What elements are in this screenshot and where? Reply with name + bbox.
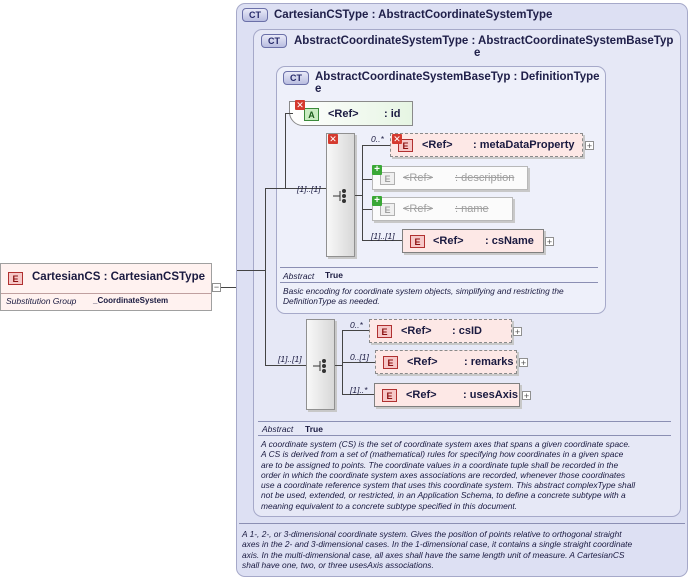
- element-name: : csName: [485, 235, 534, 247]
- sequence-compositor[interactable]: [306, 319, 335, 410]
- element-ref: <Ref>: [403, 203, 433, 215]
- cardinality-label: 0..[1]: [350, 352, 369, 362]
- sequence-compositor[interactable]: [326, 133, 355, 257]
- abstract-value: True: [305, 424, 323, 434]
- element-csname[interactable]: E <Ref> : csName: [402, 229, 544, 253]
- sequence-icon: [333, 189, 346, 203]
- root-element-cartesiancs[interactable]: E CartesianCS : CartesianCSType Substitu…: [0, 263, 212, 311]
- element-ref: <Ref>: [407, 356, 438, 368]
- x-icon: ✕: [392, 134, 402, 144]
- collapse-toggle[interactable]: −: [212, 282, 221, 292]
- element-ref: <Ref>: [403, 172, 433, 184]
- connector-line: [237, 270, 265, 271]
- element-name: : csID: [452, 325, 482, 337]
- complex-type-badge: CT: [242, 8, 268, 22]
- type-title-abstractcoordinatesystembasetype: AbstractCoordinateSystemBaseTyp : Defini…: [315, 71, 600, 95]
- element-name: : usesAxis: [463, 389, 519, 401]
- element-name: : remarks: [464, 356, 514, 368]
- documentation-abstractcoordinatesystemtype: A coordinate system (CS) is the set of c…: [261, 439, 636, 511]
- cardinality-label: 0..*: [371, 134, 384, 144]
- expand-icon[interactable]: +: [519, 358, 528, 368]
- type-title-cartesiancstype: CartesianCSType : AbstractCoordinateSyst…: [274, 9, 553, 21]
- element-csid[interactable]: E <Ref> : csID: [369, 319, 512, 343]
- element-ref: <Ref>: [406, 389, 437, 401]
- element-badge: E: [383, 356, 398, 369]
- expand-icon[interactable]: +: [522, 391, 531, 401]
- connector-line: [362, 145, 363, 240]
- plus-icon: +: [372, 165, 382, 175]
- connector-line: [362, 209, 372, 210]
- cardinality-label: [1]..*: [350, 385, 368, 395]
- connector-line: [285, 113, 293, 114]
- sequence-icon: [313, 359, 326, 373]
- cardinality-label: 0..*: [350, 320, 363, 330]
- element-badge: E: [377, 325, 392, 338]
- element-usesaxis[interactable]: E <Ref> : usesAxis: [374, 383, 520, 407]
- connector-line: [342, 362, 375, 363]
- expand-icon[interactable]: +: [513, 327, 522, 337]
- separator: [258, 421, 671, 422]
- element-description[interactable]: E <Ref> : description: [372, 166, 528, 190]
- connector-line: [265, 188, 327, 189]
- connector-line: [362, 240, 402, 241]
- documentation-cartesiancstype: A 1-, 2-, or 3-dimensional coordinate sy…: [242, 529, 633, 570]
- type-title-abstractcoordinatesystemtype: AbstractCoordinateSystemType : AbstractC…: [294, 35, 674, 59]
- separator: [258, 435, 671, 436]
- plus-icon: +: [372, 196, 382, 206]
- element-badge: E: [380, 203, 395, 216]
- connector-line: [362, 179, 372, 180]
- attribute-ref: <Ref>: [328, 108, 359, 120]
- element-badge: E: [382, 389, 397, 402]
- connector-line: [342, 330, 369, 331]
- abstract-value: True: [325, 270, 343, 280]
- element-badge: E: [410, 235, 425, 248]
- element-name: : name: [455, 203, 489, 215]
- complex-type-badge: CT: [261, 34, 287, 48]
- substitution-group-value: _CoordinateSystem: [93, 296, 169, 305]
- separator: [239, 523, 685, 524]
- documentation-abstractcoordinatesystembasetype: Basic encoding for coordinate system obj…: [283, 286, 564, 307]
- abstract-label: Abstract: [283, 271, 315, 281]
- expand-icon[interactable]: +: [585, 141, 594, 151]
- abstract-label: Abstract: [262, 424, 294, 434]
- substitution-group-label: Substitution Group: [6, 296, 77, 306]
- connector-line: [221, 287, 237, 288]
- expand-icon[interactable]: +: [545, 237, 554, 247]
- x-icon: ✕: [328, 134, 338, 144]
- cardinality-label: [1]..[1]: [278, 354, 302, 364]
- cardinality-label: [1]..[1]: [297, 184, 321, 194]
- root-element-name: CartesianCS : CartesianCSType: [32, 271, 205, 283]
- x-icon: ✕: [295, 100, 305, 110]
- attribute-name: : id: [384, 108, 401, 120]
- element-name: : description: [455, 172, 515, 184]
- connector-line: [285, 113, 286, 188]
- separator: [280, 282, 598, 283]
- connector-line: [342, 394, 374, 395]
- element-remarks[interactable]: E <Ref> : remarks: [375, 350, 517, 374]
- connector-line: [355, 195, 363, 196]
- attribute-badge: A: [304, 108, 319, 121]
- cardinality-label: [1]..[1]: [371, 231, 395, 241]
- element-badge: E: [380, 172, 395, 185]
- complex-type-badge: CT: [283, 71, 309, 85]
- separator: [280, 267, 598, 268]
- connector-line: [265, 188, 266, 365]
- connector-line: [335, 365, 343, 366]
- element-name-ref[interactable]: E <Ref> : name: [372, 197, 513, 221]
- attribute-id[interactable]: A <Ref> : id: [289, 101, 413, 126]
- element-name: : metaDataProperty: [473, 139, 575, 151]
- element-metadataproperty[interactable]: E <Ref> : metaDataProperty: [390, 133, 583, 157]
- connector-line: [362, 145, 390, 146]
- element-ref: <Ref>: [422, 139, 453, 151]
- element-ref: <Ref>: [401, 325, 432, 337]
- element-badge: E: [8, 272, 23, 285]
- divider: [1, 293, 211, 294]
- element-ref: <Ref>: [433, 235, 464, 247]
- connector-line: [265, 365, 306, 366]
